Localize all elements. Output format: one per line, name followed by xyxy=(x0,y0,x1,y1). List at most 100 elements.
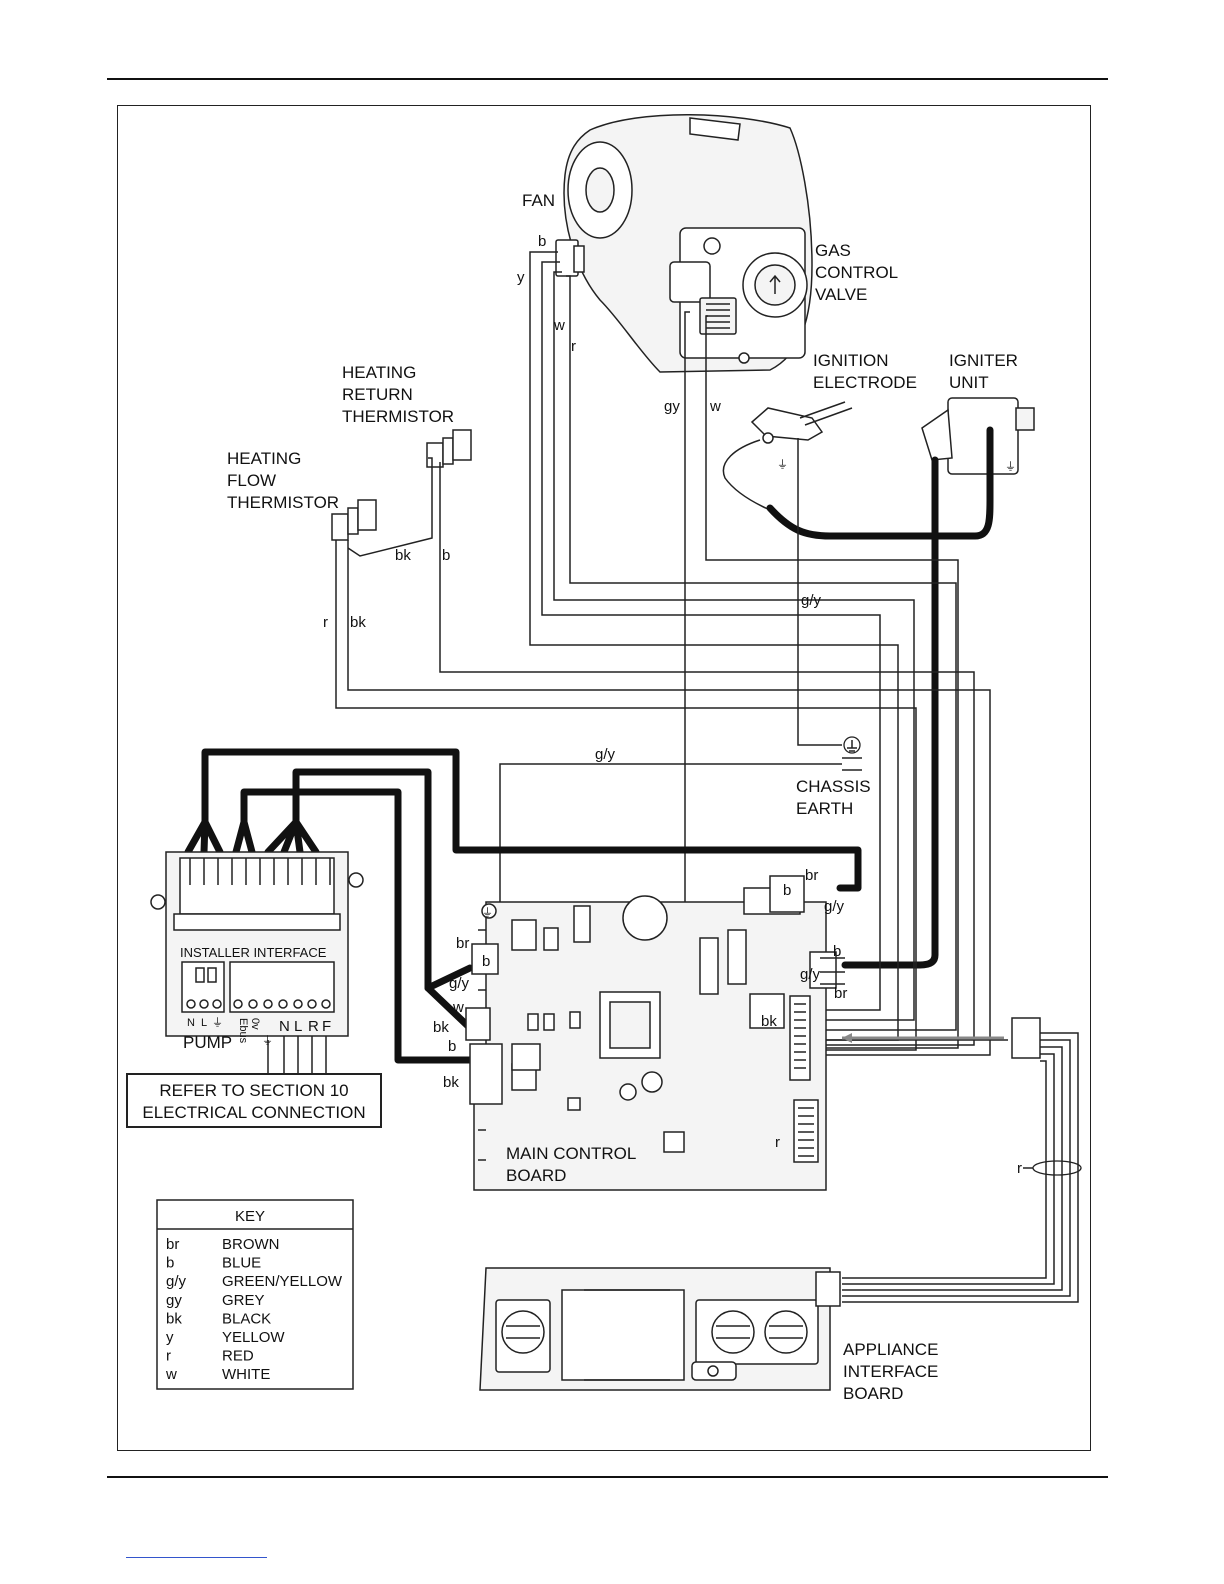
pump-terminal-earth-icon: ⏚ xyxy=(212,1016,223,1029)
wire-label: bk xyxy=(761,1013,777,1030)
key-code: r xyxy=(166,1348,171,1365)
wire-label: g/y xyxy=(595,746,616,763)
wire-label: g/y xyxy=(800,966,821,983)
wire-label: g/y xyxy=(801,592,822,609)
fan-connector xyxy=(555,239,585,277)
wire-label: b xyxy=(448,1038,456,1055)
key-code: gy xyxy=(166,1292,182,1309)
return-thermistor-label-3: THERMISTOR xyxy=(342,407,454,426)
wire-label: b xyxy=(482,953,490,970)
wire-label: r xyxy=(1017,1160,1022,1177)
header-rule xyxy=(107,78,1108,80)
ignition-electrode-label-2: ELECTRODE xyxy=(813,373,917,392)
installer-terminal-r: R xyxy=(308,1018,319,1035)
main-control-board xyxy=(465,875,837,1191)
wire-label: r xyxy=(571,338,576,355)
key-code: y xyxy=(166,1329,174,1346)
key-color-name: BLUE xyxy=(222,1255,261,1272)
chassis-earth-label-1: CHASSIS xyxy=(796,777,871,796)
ht-lead xyxy=(766,426,994,540)
gas-valve-label-1: GAS xyxy=(815,241,851,260)
footer-rule xyxy=(107,1476,1108,1478)
key-color-name: BROWN xyxy=(222,1236,280,1253)
wire-label: w xyxy=(709,398,721,415)
wire-label: g/y xyxy=(824,898,845,915)
gas-valve-label-2: CONTROL xyxy=(815,263,898,282)
fan-label: FAN xyxy=(522,191,555,210)
earth-icon: ⏚ xyxy=(1005,460,1016,473)
appliance-board-label-3: BOARD xyxy=(843,1384,903,1403)
key-code: g/y xyxy=(166,1273,187,1290)
wire-label: y xyxy=(517,269,525,286)
key-code: br xyxy=(166,1236,179,1253)
flow-thermistor xyxy=(331,499,377,541)
installer-interface-label: INSTALLER INTERFACE xyxy=(180,945,327,960)
key-rows: br BROWN b BLUE g/y GREEN/YELLOW gy GREY bk BLACK… xyxy=(165,1236,343,1383)
ribbon-connector xyxy=(1011,1017,1041,1059)
main-board-label-2: BOARD xyxy=(506,1166,566,1185)
gas-valve-label-3: VALVE xyxy=(815,285,867,304)
terminal-screws xyxy=(186,999,331,1009)
wire-labels: b y w r gy w bk b r bk g/y g/y br b g/y … xyxy=(323,233,1022,1177)
chassis-earth-label-2: EARTH xyxy=(796,799,853,818)
key-code: bk xyxy=(166,1310,182,1327)
wire-label: bk xyxy=(350,614,366,631)
key-color-name: GREEN/YELLOW xyxy=(222,1273,343,1290)
key-color-name: WHITE xyxy=(222,1366,270,1383)
igniter-connector-wires xyxy=(820,957,845,985)
wire-label: w xyxy=(452,999,464,1016)
key-title: KEY xyxy=(235,1208,265,1225)
installer-terminal-f: F xyxy=(322,1018,331,1035)
wire-label: b xyxy=(442,547,450,564)
flow-thermistor-label-3: THERMISTOR xyxy=(227,493,339,512)
return-thermistor-label-2: RETURN xyxy=(342,385,413,404)
flow-thermistor-label-1: HEATING xyxy=(227,449,301,468)
wire-label: b xyxy=(833,943,841,960)
wire-label: r xyxy=(775,1134,780,1151)
diagram-frame xyxy=(117,105,1091,1451)
installer-interface xyxy=(150,851,364,1037)
pump-terminal-l: L xyxy=(201,1017,207,1029)
appliance-interface-board xyxy=(479,1267,841,1391)
cable-tie xyxy=(1032,1160,1082,1176)
wire-label: gy xyxy=(664,398,680,415)
igniter-unit-label-2: UNIT xyxy=(949,373,989,392)
key-color-name: GREY xyxy=(222,1292,265,1309)
key-color-name: BLACK xyxy=(222,1310,271,1327)
ignition-electrode-label-1: IGNITION xyxy=(813,351,889,370)
pump-label: PUMP xyxy=(183,1033,232,1052)
wire-label: br xyxy=(805,867,818,884)
key-color-name: RED xyxy=(222,1348,254,1365)
earth-icon: ⏚ xyxy=(777,458,788,471)
igniter-feed-lead xyxy=(841,456,939,969)
thin-wiring xyxy=(267,251,1079,1303)
appliance-board-label-2: INTERFACE xyxy=(843,1362,938,1381)
wire-label: b xyxy=(783,882,791,899)
wire-label: bk xyxy=(433,1019,449,1036)
chassis-earth-symbol xyxy=(842,736,862,771)
refer-box xyxy=(126,1073,382,1128)
key-code: b xyxy=(166,1255,174,1272)
key-color-name: YELLOW xyxy=(222,1329,285,1346)
gas-control-valve xyxy=(669,227,808,364)
installer-terminal-ebus: Ebus xyxy=(237,1018,249,1044)
wire-label: br xyxy=(834,985,847,1002)
flow-thermistor-label-2: FLOW xyxy=(227,471,276,490)
wire-label: bk xyxy=(395,547,411,564)
return-thermistor-label-1: HEATING xyxy=(342,363,416,382)
thick-harness xyxy=(184,748,862,1064)
installer-terminal-l: L xyxy=(294,1018,302,1035)
wire-label: r xyxy=(323,614,328,631)
installer-terminal-earth-icon: ⏚ xyxy=(262,1034,273,1047)
refer-box-line-1: REFER TO SECTION 10 xyxy=(159,1081,348,1100)
wire-label: g/y xyxy=(449,975,470,992)
return-thermistor xyxy=(426,429,472,468)
arrow-head xyxy=(842,1033,852,1043)
igniter-unit: ⏚ xyxy=(921,397,1035,475)
refer-box-line-2: ELECTRICAL CONNECTION xyxy=(142,1103,365,1122)
main-board-label-1: MAIN CONTROL xyxy=(506,1144,636,1163)
footer-link-underline[interactable] xyxy=(126,1557,267,1558)
installer-terminal-0v: 0v xyxy=(249,1018,261,1030)
installer-terminal-n: N xyxy=(279,1018,290,1035)
